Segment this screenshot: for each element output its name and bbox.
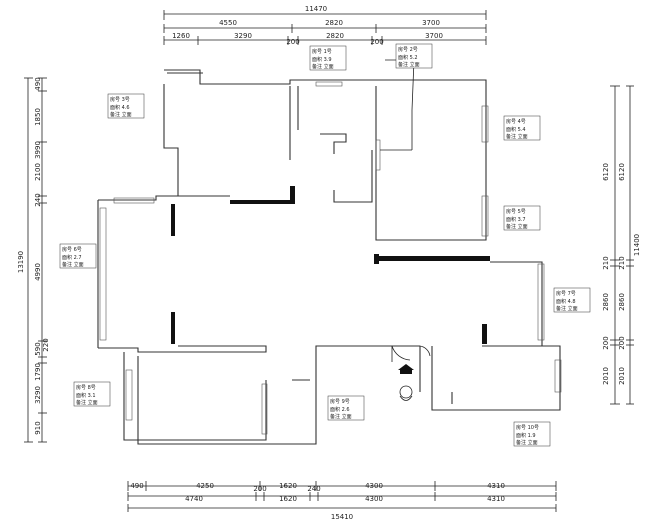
room-tag-5: 房号 5号 面积 3.7 备注 立面 [503, 205, 541, 231]
dim-bottom-4: 4300 [365, 482, 383, 490]
dim-top-detail-1: 1260 [172, 32, 190, 40]
svg-text:面积 3.1: 面积 3.1 [76, 392, 96, 399]
svg-text:备注 立面: 备注 立面 [398, 61, 420, 68]
dim-right-4: 200 [602, 336, 610, 349]
svg-text:房号 7号: 房号 7号 [556, 290, 576, 297]
svg-text:面积 3.7: 面积 3.7 [506, 216, 526, 223]
svg-text:面积 3.9: 面积 3.9 [312, 56, 332, 63]
dim-left-6: 4990 [34, 263, 42, 281]
dim-top-mid-1: 4550 [219, 19, 237, 27]
room-tag-1: 房号 1号 面积 3.9 备注 立面 [309, 45, 347, 71]
dim-right-inner-4: 200 [618, 336, 626, 349]
dim-bottom-total: 15410 [331, 513, 353, 521]
dim-bottom-row2-1: 4740 [185, 495, 203, 503]
dim-bottom-row2-6: 4310 [487, 495, 505, 503]
svg-text:面积 5.2: 面积 5.2 [398, 54, 418, 61]
svg-text:房号 1号: 房号 1号 [312, 48, 332, 55]
svg-text:房号 2号: 房号 2号 [398, 46, 418, 53]
room-tag-6: 房号 6号 面积 2.7 备注 立面 [59, 243, 97, 269]
dim-top-mid-3: 3700 [422, 19, 440, 27]
svg-text:备注 立面: 备注 立面 [516, 439, 538, 446]
svg-text:备注 立面: 备注 立面 [506, 223, 528, 230]
solid-wall-segments [171, 186, 490, 344]
svg-text:备注 立面: 备注 立面 [62, 261, 84, 268]
dim-bottom-2: 4250 [196, 482, 214, 490]
dim-top-detail-6: 3700 [425, 32, 443, 40]
room-tag-3: 房号 3号 面积 4.6 备注 立面 [107, 93, 145, 119]
svg-text:备注 立面: 备注 立面 [330, 413, 352, 420]
right-dimension-chain: 6120 210 2860 200 2010 6120 210 2860 200… [602, 85, 641, 405]
svg-text:备注 立面: 备注 立面 [556, 305, 578, 312]
dim-top-detail-3: 200 [286, 38, 299, 46]
top-dimension-chain: 11470 4550 2820 3700 1260 3290 200 2820 … [163, 5, 487, 46]
svg-text:备注 立面: 备注 立面 [76, 399, 98, 406]
dim-right-1: 6120 [602, 163, 610, 181]
dim-left-11: 910 [34, 421, 42, 434]
room-tag-10: 房号 10号 面积 1.9 备注 立面 [513, 421, 551, 447]
room-tag-9: 房号 9号 面积 2.6 备注 立面 [327, 395, 365, 421]
dim-right-3: 2860 [602, 293, 610, 311]
dim-left-1: 490 [34, 77, 42, 90]
dim-top-detail-5: 200 [370, 38, 383, 46]
room-tag-4: 房号 4号 面积 5.4 备注 立面 [503, 115, 541, 141]
svg-text:房号 6号: 房号 6号 [62, 246, 82, 253]
svg-text:房号 5号: 房号 5号 [506, 208, 526, 215]
dim-top-total: 11470 [305, 5, 327, 13]
dim-left-4: 2100 [34, 163, 42, 181]
left-ticks [38, 77, 47, 443]
dim-right-inner-1: 6120 [618, 163, 626, 181]
dim-right-2: 210 [602, 256, 610, 269]
dim-right-total: 11400 [633, 234, 641, 256]
svg-text:面积 5.4: 面积 5.4 [506, 126, 526, 133]
room-tag-8: 房号 8号 面积 3.1 备注 立面 [73, 381, 111, 407]
dim-left-7: 590 [34, 342, 42, 355]
dim-right-inner-3: 2860 [618, 293, 626, 311]
dim-bottom-3: 1620 [279, 482, 297, 490]
room-tag-7: 房号 7号 面积 4.8 备注 立面 [553, 287, 591, 313]
entrance-marker-icon [398, 364, 414, 401]
svg-text:备注 立面: 备注 立面 [110, 111, 132, 118]
dim-right-5: 2010 [602, 367, 610, 385]
bottom-dimension-chain: 490 4250 1620 4300 4310 4740 200 1620 24… [127, 481, 557, 521]
dim-right-inner-5: 2010 [618, 367, 626, 385]
svg-text:面积 4.6: 面积 4.6 [110, 104, 130, 111]
svg-text:面积 1.9: 面积 1.9 [516, 432, 536, 439]
room-tag-2: 房号 2号 面积 5.2 备注 立面 [395, 43, 433, 69]
dim-bottom-row2-3: 1620 [279, 495, 297, 503]
dim-left-5: 240 [34, 193, 42, 206]
dim-top-detail-2: 3290 [234, 32, 252, 40]
dim-left-3: 3990 [34, 141, 42, 159]
svg-text:备注 立面: 备注 立面 [506, 133, 528, 140]
dim-left-2: 1850 [34, 108, 42, 126]
dim-bottom-row2-4: 240 [307, 485, 320, 493]
dim-top-detail-4: 2820 [326, 32, 344, 40]
svg-text:房号 3号: 房号 3号 [110, 96, 130, 103]
dim-top-mid-2: 2820 [325, 19, 343, 27]
dim-bottom-5: 4310 [487, 482, 505, 490]
svg-text:房号 8号: 房号 8号 [76, 384, 96, 391]
dim-bottom-row2-2: 200 [253, 485, 266, 493]
dim-bottom-row2-5: 4300 [365, 495, 383, 503]
svg-text:房号 4号: 房号 4号 [506, 118, 526, 125]
svg-text:面积 2.6: 面积 2.6 [330, 406, 350, 413]
dim-left-total: 13190 [17, 251, 25, 273]
dim-left-10: 3290 [34, 386, 42, 404]
svg-text:房号 10号: 房号 10号 [516, 424, 539, 431]
svg-text:房号 9号: 房号 9号 [330, 398, 350, 405]
svg-text:备注 立面: 备注 立面 [312, 63, 334, 70]
dim-right-inner-2: 210 [618, 256, 626, 269]
dim-left-8: 220 [42, 338, 50, 351]
left-dimension-chain: 13190 490 1850 3990 2100 240 4990 590 22… [17, 77, 50, 443]
windows [99, 81, 562, 435]
dim-left-9: 1790 [34, 363, 42, 381]
svg-text:面积 4.8: 面积 4.8 [556, 298, 576, 305]
dim-bottom-1: 490 [130, 482, 143, 490]
walls [97, 69, 561, 445]
svg-text:面积 2.7: 面积 2.7 [62, 254, 82, 261]
door-swings [380, 59, 431, 362]
